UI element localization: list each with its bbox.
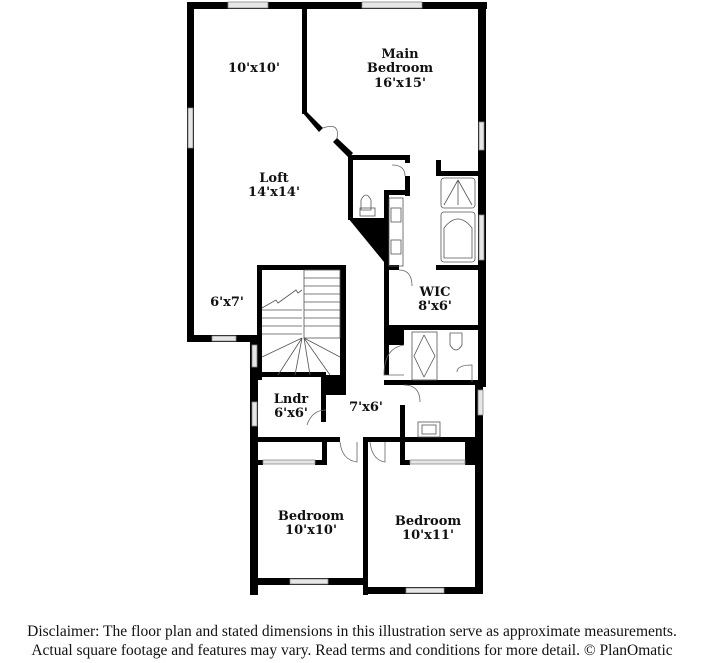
doors [306, 125, 473, 463]
room-dims-hall: 7'x6' [349, 400, 383, 415]
windows [187, 1, 485, 594]
room-name-laundry: Lndr [274, 392, 309, 407]
room-dims-6x7: 6'x7' [210, 295, 244, 310]
disclaimer-line-1: Disclaimer: The floor plan and stated di… [27, 623, 677, 640]
room-dims-laundry: 6'x6' [274, 406, 308, 421]
disclaimer: Disclaimer: The floor plan and stated di… [0, 622, 704, 660]
room-dims-loft: 14'x14' [248, 185, 300, 200]
disclaimer-line-2: Actual square footage and features may v… [31, 642, 673, 659]
room-dims-bedroom-3: 10'x11' [402, 528, 454, 543]
staircase [261, 269, 341, 376]
room-dims-wic: 8'x6' [418, 299, 452, 314]
room-name-bedroom-2: Bedroom [278, 509, 345, 524]
room-name-main-bedroom-2: Bedroom [367, 61, 434, 76]
room-labels: 10'x10' Main Bedroom 16'x15' Loft 14'x14… [210, 47, 461, 543]
room-dims-main-bedroom: 16'x15' [374, 76, 426, 91]
floor-plan: 10'x10' Main Bedroom 16'x15' Loft 14'x14… [187, 1, 487, 595]
room-name-bedroom-3: Bedroom [395, 514, 462, 529]
room-dims-10x10: 10'x10' [228, 61, 280, 76]
room-name-main-bedroom-1: Main [381, 47, 419, 62]
room-name-wic: WIC [418, 285, 450, 300]
fixtures [261, 177, 476, 438]
room-dims-bedroom-2: 10'x10' [285, 523, 337, 538]
room-name-loft: Loft [259, 171, 288, 186]
